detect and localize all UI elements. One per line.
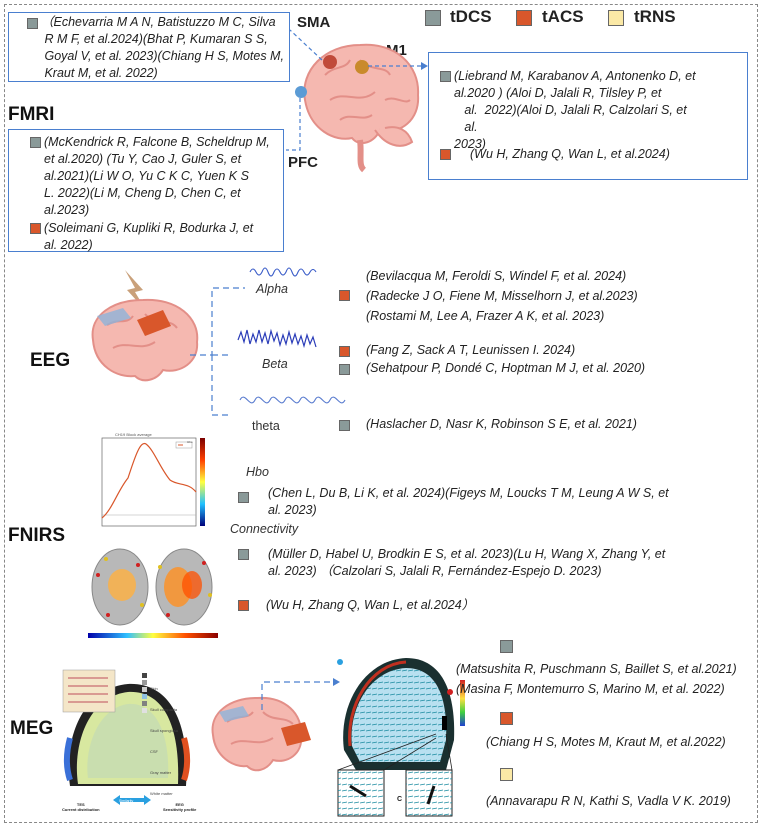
fnirs-plot-title: CH19 Block average: [115, 432, 152, 437]
fmri-brain-illustration: [303, 43, 420, 173]
meg-tissue-skull-spongiosa: Skull spongiosa: [150, 728, 179, 733]
meg-tdcs-marker: [500, 640, 513, 653]
legend-swatch-tacs: [516, 10, 532, 26]
connectivity-tacs-marker: [238, 600, 249, 611]
eeg-section-label: EEG: [30, 350, 71, 371]
legend-label-trns: tRNS: [634, 7, 676, 26]
meg-tdcs-references: (Matsushita R, Puschmann S, Baillet S, e…: [456, 662, 737, 696]
beta-tacs-references: (Fang Z, Sack A T, Leunissen I. 2024): [366, 343, 576, 357]
meg-section-label: MEG: [10, 718, 54, 739]
sma-references: （Echevarria M A N, Batistuzzo M C, Silva…: [41, 15, 284, 80]
m1-tdcs-references: (Liebrand M, Karabanov A, Antonenko D, e…: [454, 69, 696, 151]
m1-reference-box: [428, 52, 748, 180]
alpha-references: (Bevilacqua M, Feroldi S, Windel F, et a…: [366, 269, 638, 323]
meg-tacs-marker: [500, 712, 513, 725]
meg-tissue-csf: CSF: [150, 749, 158, 754]
pfc-reference-box: [8, 129, 284, 252]
fnirs-section-label: FNIRS: [8, 525, 65, 546]
connectivity-tdcs-references: (Müller D, Habel U, Brodkin E S, et al. …: [268, 547, 666, 578]
meg-tissue-legend: Skin Skull compacta Skull spongiosa CSF …: [150, 671, 178, 804]
pfc-label: PFC: [288, 154, 318, 171]
meg-eeg-label: EEG Sensitivity profile: [163, 802, 197, 812]
beta-band-label: Beta: [262, 357, 288, 371]
legend-swatch-trns: [608, 10, 624, 26]
meg-tes-label: TES Current distribution: [62, 802, 100, 812]
meg-tissue-white-matter: White matter: [150, 791, 173, 796]
pfc-tacs-references: (Soleimani G, Kupliki R, Bodurka J, et a…: [44, 221, 254, 252]
connectivity-label: Connectivity: [230, 522, 299, 536]
meg-tissue-gray-matter: Gray matter: [150, 770, 172, 775]
pfc-tacs-marker: [30, 223, 41, 234]
connectivity-tdcs-marker: [238, 549, 249, 560]
theta-band-label: theta: [252, 419, 280, 433]
sma-label: SMA: [297, 14, 331, 31]
outer-dashed-frame: [4, 4, 758, 823]
meg-trns-marker: [500, 768, 513, 781]
legend-swatch-tdcs: [425, 10, 441, 26]
theta-tdcs-references: (Haslacher D, Nasr K, Robinson S E, et a…: [366, 417, 637, 431]
alpha-tacs-marker: [339, 290, 350, 301]
m1-tacs-references: (Wu H, Zhang Q, Wan L, et al.2024): [470, 147, 670, 161]
eeg-brain-illustration: [91, 270, 199, 382]
fnirs-plot-legend-label: Hbo: [187, 440, 193, 444]
alpha-band-label: Alpha: [256, 282, 288, 296]
meg-similarity-label: Similarity: [119, 799, 134, 803]
sma-reference-box: [8, 12, 290, 82]
meg-tissue-skin: Skin: [150, 686, 158, 691]
fnirs-connectivity-maps: [88, 548, 218, 638]
m1-tdcs-marker: [440, 71, 451, 82]
fnirs-hbo-plot: [90, 430, 215, 540]
legend-label-tacs: tACS: [542, 7, 584, 26]
meg-tissue-skull-compacta: Skull compacta: [150, 707, 178, 712]
meg-trns-references: (Annavarapu R N, Kathi S, Vadla V K. 201…: [486, 794, 731, 808]
fmri-section-label: FMRI: [8, 104, 55, 125]
hbo-references: (Chen L, Du B, Li K, et al. 2024)(Figeys…: [268, 486, 669, 517]
meg-field-colorbar: [460, 680, 465, 726]
beta-tdcs-marker: [339, 364, 350, 375]
sma-tdcs-marker: [27, 18, 38, 29]
beta-tacs-marker: [339, 346, 350, 357]
pfc-tdcs-references: (McKendrick R, Falcone B, Scheldrup M, e…: [44, 135, 270, 217]
m1-tacs-marker: [440, 149, 451, 160]
beta-tdcs-references: (Sehatpour P, Dondé C, Hoptman M J, et a…: [366, 361, 646, 375]
hbo-label: Hbo: [246, 465, 269, 479]
meg-tacs-references: (Chiang H S, Motes M, Kraut M, et al.202…: [486, 735, 726, 749]
hbo-tdcs-marker: [238, 492, 249, 503]
meg-brain-illustration: [211, 696, 311, 772]
legend-label-tdcs: tDCS: [450, 7, 492, 26]
meg-field-map: [337, 658, 455, 817]
meg-head-model: [58, 668, 206, 813]
pfc-tdcs-marker: [30, 137, 41, 148]
connectivity-tacs-references: (Wu H, Zhang Q, Wan L, et al.2024）: [266, 598, 475, 612]
meg-inset-label: C: [397, 796, 403, 803]
theta-tdcs-marker: [339, 420, 350, 431]
